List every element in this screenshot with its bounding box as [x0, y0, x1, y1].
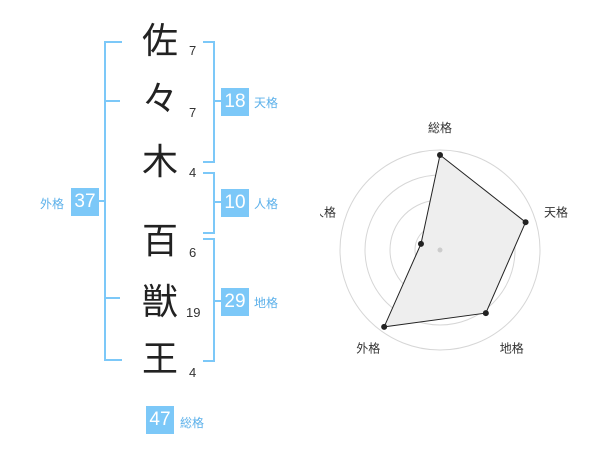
chikaku-bracket — [203, 238, 215, 362]
gaikaku-label: 外格 — [40, 197, 65, 211]
soukaku-label: 総格 — [180, 416, 205, 430]
radar-ring-4 — [339, 149, 541, 351]
radar-series-area — [383, 154, 527, 328]
name-char-6: 王 — [141, 339, 178, 380]
stroke-count-1: 7 — [189, 43, 197, 58]
stroke-count-2: 7 — [189, 105, 197, 120]
gaikaku-connector — [99, 200, 105, 202]
radar-center-dot — [437, 247, 443, 253]
radar-axis-label-4: 外格 — [356, 341, 380, 356]
tenkaku-label: 天格 — [254, 96, 279, 110]
radar-axis-label-2: 天格 — [544, 204, 568, 219]
jinkaku-value-badge: 10 — [221, 189, 249, 217]
radar-point-1 — [437, 152, 443, 158]
stroke-count-6: 4 — [189, 365, 197, 380]
tenkaku-value-badge: 18 — [221, 88, 249, 116]
name-char-2: 々 — [141, 79, 178, 120]
name-char-4: 百 — [141, 221, 178, 262]
tenkaku-bracket — [203, 41, 215, 163]
radar-point-2 — [522, 219, 529, 226]
jinkaku-connector — [215, 201, 221, 203]
stroke-count-5: 19 — [186, 305, 201, 320]
radar-point-5 — [417, 240, 424, 247]
gaikaku-bracket — [104, 41, 122, 361]
gaikaku-value-badge: 37 — [71, 188, 99, 216]
name-char-3: 木 — [141, 142, 178, 183]
stroke-count-4: 6 — [189, 245, 197, 260]
soukaku-value-badge: 47 — [146, 406, 174, 434]
name-char-5: 獣 — [141, 282, 178, 323]
name-char-1: 佐 — [141, 21, 178, 62]
stroke-count-3: 4 — [189, 165, 197, 180]
radar-axis-label-5: 人格 — [320, 204, 336, 219]
gaikaku-tick-lower — [106, 297, 120, 299]
gaikaku-tick-upper — [106, 100, 120, 102]
jinkaku-label: 人格 — [254, 197, 279, 211]
chikaku-connector — [215, 300, 221, 302]
radar-axis-label-3: 地格 — [500, 341, 524, 356]
radar-points — [381, 152, 529, 330]
radar-axis-label-1: 総格 — [428, 120, 452, 135]
radar-point-4 — [381, 323, 388, 330]
tenkaku-connector — [215, 100, 221, 102]
jinkaku-bracket — [203, 172, 215, 234]
chikaku-label: 地格 — [254, 296, 279, 310]
chikaku-value-badge: 29 — [221, 288, 249, 316]
radar-point-3 — [482, 310, 489, 317]
